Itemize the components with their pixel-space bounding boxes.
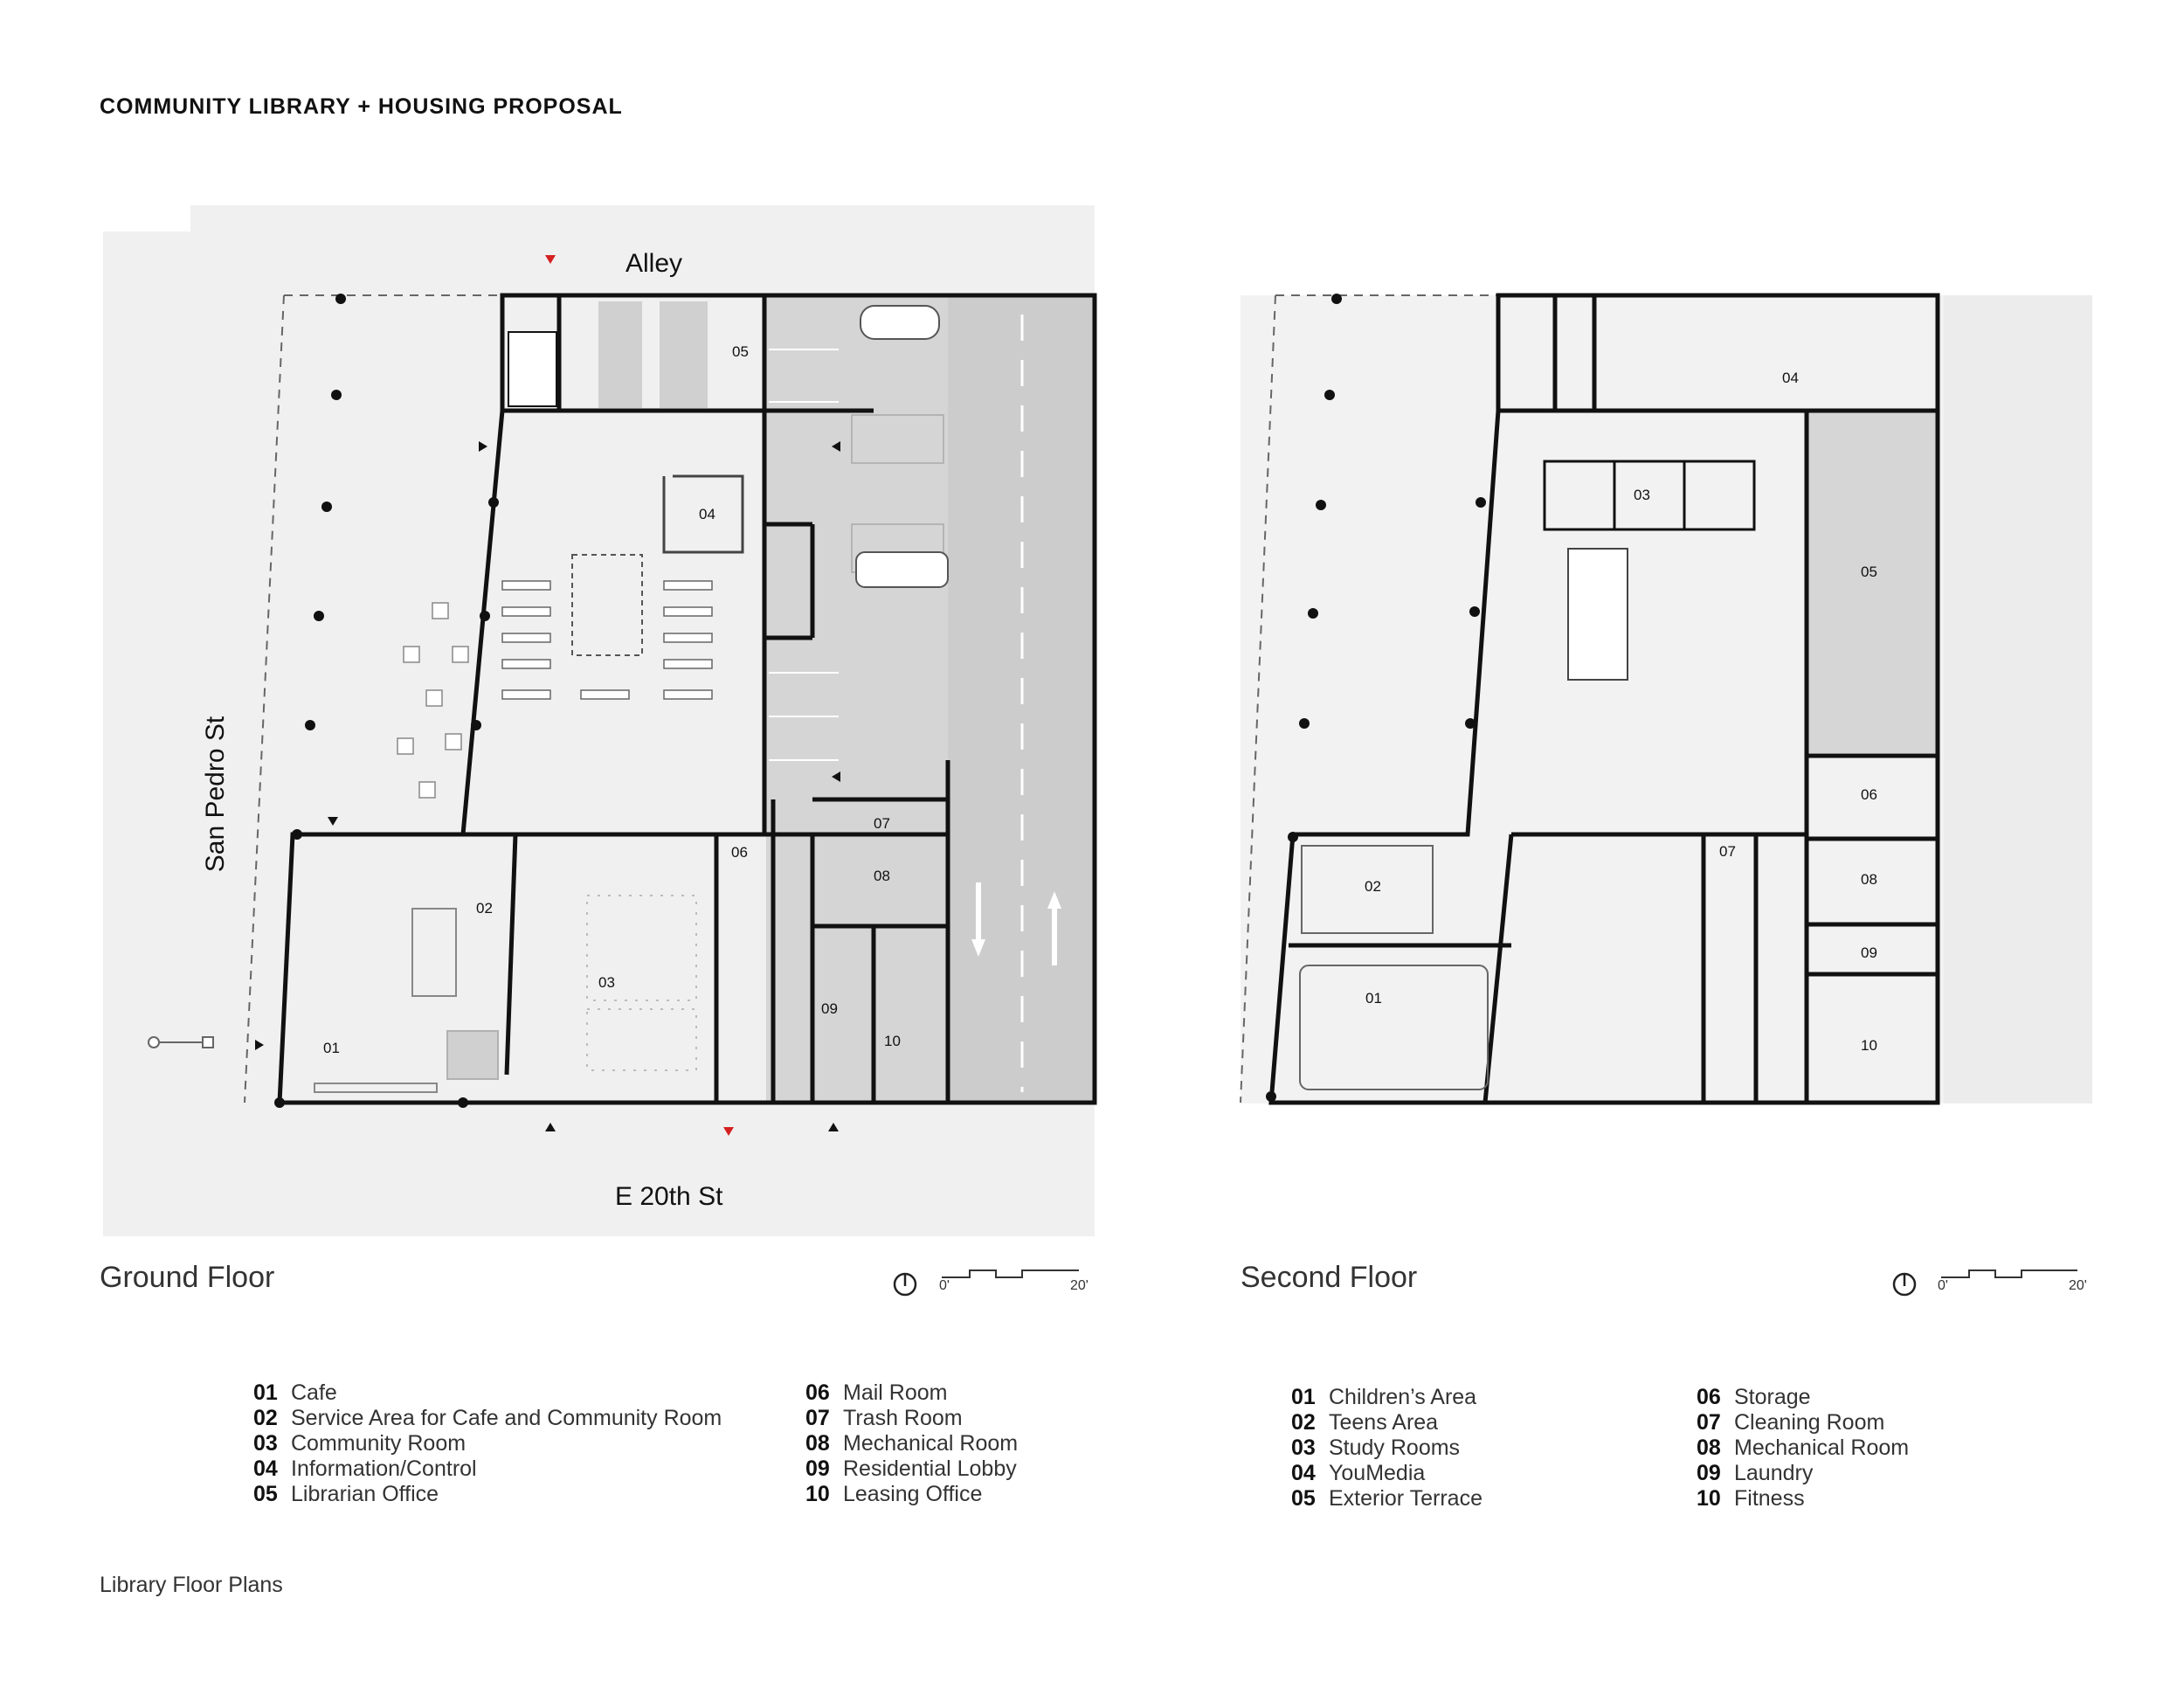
gf-scale-end: 20' [1070, 1278, 1089, 1293]
ground-floor-walls [277, 293, 1097, 1105]
scale-bar-icon [942, 1269, 1079, 1278]
shelving [501, 580, 713, 700]
sf-room-03: 03 [1634, 487, 1650, 503]
traffic-arrow-icon [971, 882, 1061, 965]
gf-scale-start: 0' [939, 1278, 950, 1293]
gf-room-05: 05 [732, 343, 749, 360]
stair-void [571, 554, 643, 656]
stair [1567, 548, 1628, 681]
entry-arrow-icon [255, 255, 840, 1136]
info-desk [662, 474, 744, 554]
second-floor-walls [1268, 293, 1940, 1105]
gf-room-09: 09 [821, 1000, 838, 1017]
car-icon [855, 551, 949, 588]
sf-scale-end: 20' [2069, 1278, 2087, 1293]
sf-room-05: 05 [1861, 564, 1877, 580]
site-notch [103, 205, 190, 232]
teens-area [1301, 845, 1434, 934]
street-lamp-icon [148, 1036, 214, 1048]
sf-room-07: 07 [1719, 843, 1736, 860]
plaza-tables [397, 602, 469, 799]
e-20th-st-label: E 20th St [615, 1182, 723, 1211]
sf-room-06: 06 [1861, 786, 1877, 803]
north-arrow-icon [893, 1272, 917, 1297]
san-pedro-st-label: San Pedro St [201, 716, 231, 873]
gf-room-10: 10 [884, 1033, 901, 1049]
second-floor-plan: 01 02 03 04 05 06 07 08 09 10 [1240, 293, 2092, 1105]
north-arrow-icon [1892, 1272, 1917, 1297]
column-dot-icon [274, 294, 499, 1108]
cafe-counter [314, 908, 499, 1093]
sf-scale-start: 0' [1938, 1278, 1948, 1293]
scale-bar-icon [1941, 1269, 2077, 1278]
community-chairs [586, 895, 697, 1071]
car-icon [860, 305, 940, 340]
footer-caption: Library Floor Plans [100, 1573, 283, 1597]
sf-room-10: 10 [1861, 1037, 1877, 1054]
sf-room-01: 01 [1365, 990, 1382, 1007]
gf-room-07: 07 [874, 815, 890, 832]
ground-floor-title: Ground Floor [100, 1261, 275, 1294]
sf-room-02: 02 [1365, 878, 1381, 895]
second-floor-title: Second Floor [1241, 1261, 1418, 1294]
restroom [660, 301, 708, 408]
gf-room-04: 04 [699, 506, 715, 522]
sf-room-04: 04 [1782, 370, 1799, 386]
study-rooms [1543, 460, 1756, 531]
column-dot-icon [1266, 294, 1486, 1102]
restroom [598, 301, 642, 408]
stair [508, 331, 557, 407]
gf-room-06: 06 [731, 844, 748, 861]
alley-label: Alley [625, 249, 683, 278]
hatched-stall [851, 414, 944, 464]
childrens-area [1299, 965, 1489, 1090]
gf-room-01: 01 [323, 1040, 340, 1056]
gf-room-02: 02 [476, 900, 493, 917]
gf-room-03: 03 [598, 974, 615, 991]
exterior-terrace [1808, 412, 1939, 753]
sf-room-08: 08 [1861, 871, 1877, 888]
project-title: COMMUNITY LIBRARY + HOUSING PROPOSAL [100, 94, 623, 119]
gf-room-08: 08 [874, 868, 890, 884]
sf-room-09: 09 [1861, 944, 1877, 961]
